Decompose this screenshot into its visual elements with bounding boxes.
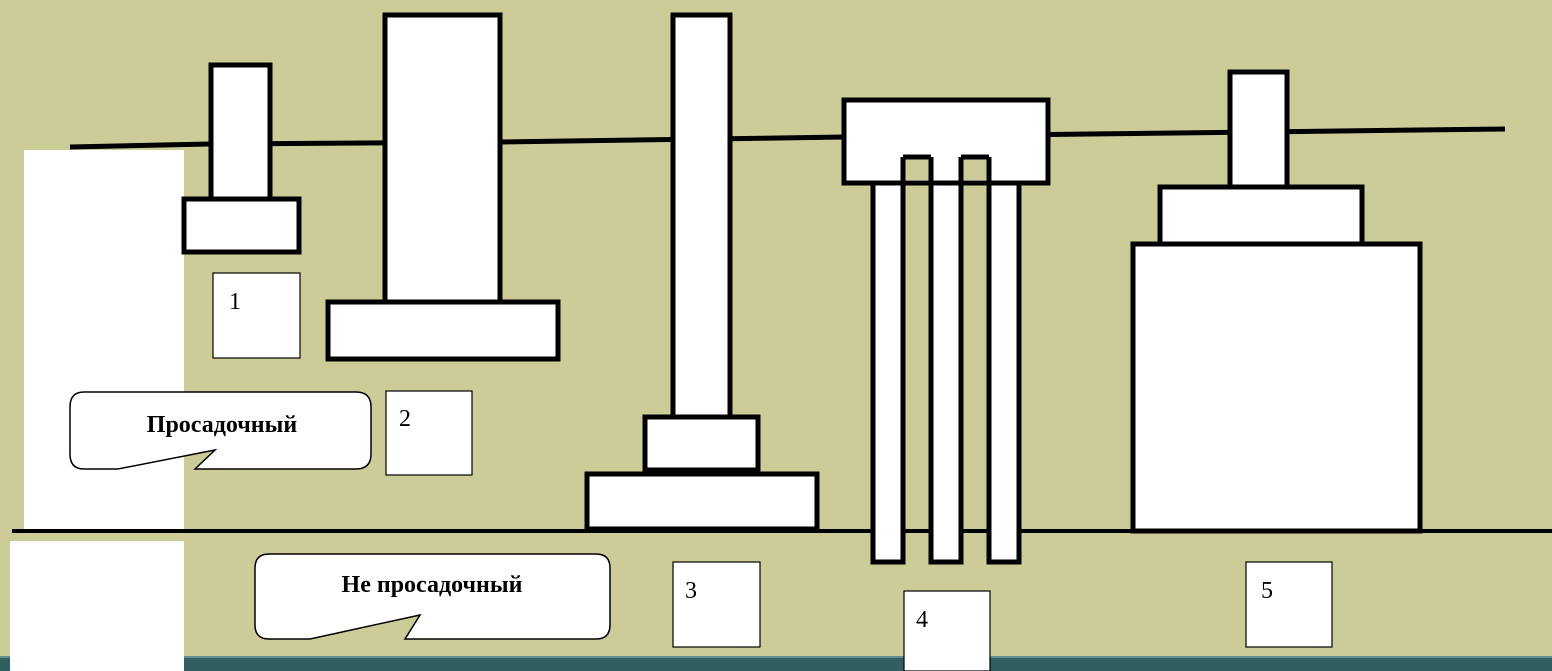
callout-subsiding-shape: [69, 391, 372, 470]
foundation-4-pile-cap-gap-2: [963, 158, 987, 180]
number-label-3-box: [672, 561, 761, 648]
foundation-2-column: [382, 12, 503, 306]
callout-subsiding-text: Просадочный: [147, 412, 298, 438]
bottom-band-highlight: [0, 656, 1552, 658]
number-label-2-text: 2: [399, 406, 411, 432]
callout-non-subsiding: Не просадочный: [254, 553, 611, 640]
number-label-5: 5: [1245, 561, 1333, 648]
foundation-4-pile-3: [986, 154, 1022, 565]
foundation-1-column: [208, 62, 273, 204]
foundation-3-column: [670, 12, 733, 422]
foundation-1-footing: [181, 196, 302, 255]
left-white-panel-upper: [24, 150, 184, 531]
foundation-3: [584, 12, 820, 532]
number-label-5-text: 5: [1261, 578, 1273, 604]
callout-non-subsiding-shape: [254, 553, 611, 640]
number-label-4: 4: [903, 590, 991, 671]
foundation-4-pile-2: [928, 154, 964, 565]
foundation-3-step: [642, 414, 761, 473]
number-label-1-box: [212, 272, 301, 359]
number-label-1: 1: [212, 272, 301, 359]
foundation-1: [181, 62, 302, 255]
foundation-5: [1130, 69, 1423, 534]
number-label-2: 2: [385, 390, 473, 476]
number-label-3: 3: [672, 561, 761, 648]
foundation-2: [325, 12, 561, 362]
foundation-4-pile-1: [870, 154, 906, 565]
callout-subsiding: Просадочный: [69, 391, 372, 470]
number-label-5-box: [1245, 561, 1333, 648]
foundation-4-pile-cap-gap-1: [905, 158, 929, 180]
bottom-band: [0, 656, 1552, 671]
left-white-panel-lower: [10, 541, 184, 671]
number-label-4-box: [903, 590, 991, 671]
foundation-5-column: [1227, 69, 1290, 192]
foundation-3-footing: [584, 471, 820, 532]
foundation-5-step: [1157, 184, 1365, 248]
foundation-2-footing: [325, 299, 561, 362]
number-label-4-text: 4: [916, 607, 928, 633]
foundation-4-pile-cap: [841, 97, 1051, 186]
foundation-4: [841, 97, 1051, 565]
callout-non-subsiding-text: Не просадочный: [342, 572, 523, 598]
number-label-2-box: [385, 390, 473, 476]
number-label-1-text: 1: [229, 289, 241, 315]
foundation-5-base: [1130, 241, 1423, 534]
number-label-3-text: 3: [685, 578, 697, 604]
